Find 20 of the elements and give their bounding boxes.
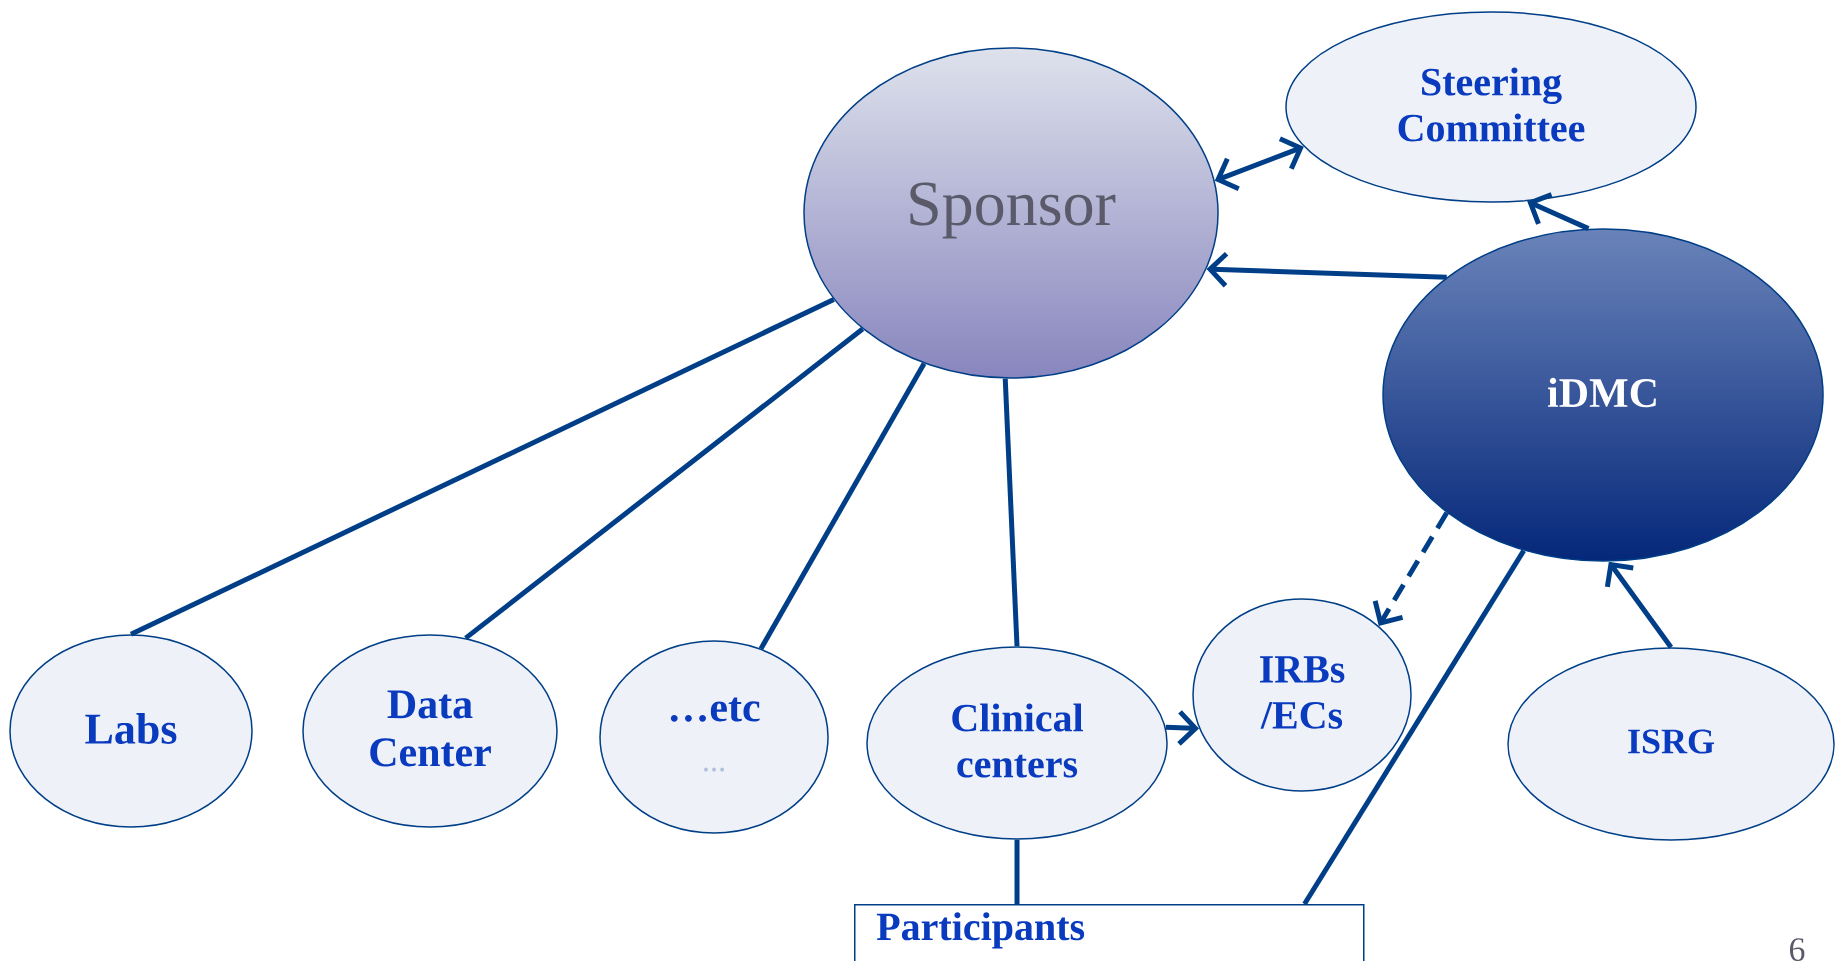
connector-line	[1002, 378, 1020, 647]
ellipse-node: Labs	[9, 634, 253, 828]
ellipse-node: …etc …	[599, 640, 829, 834]
ellipse-node: Data Center	[302, 634, 558, 828]
connector-line	[464, 327, 865, 641]
page-number: 6	[1790, 938, 1805, 961]
ellipse-node: IRBs /ECs	[1192, 598, 1412, 792]
connector-line	[129, 297, 835, 637]
arrow	[1372, 511, 1449, 626]
connector-line	[1302, 549, 1526, 906]
ellipse-node: ISRG	[1507, 647, 1835, 841]
arrow	[1214, 136, 1304, 191]
participants-box: Participants	[854, 904, 1365, 961]
arrow	[1206, 251, 1447, 288]
ellipse-node: Clinical centers	[866, 646, 1168, 840]
ellipse-node: Steering Committee	[1285, 11, 1697, 203]
connector-line	[1014, 839, 1020, 904]
connector-line	[758, 362, 927, 650]
arrow	[1604, 561, 1674, 649]
ellipse-node: iDMC	[1382, 228, 1824, 562]
